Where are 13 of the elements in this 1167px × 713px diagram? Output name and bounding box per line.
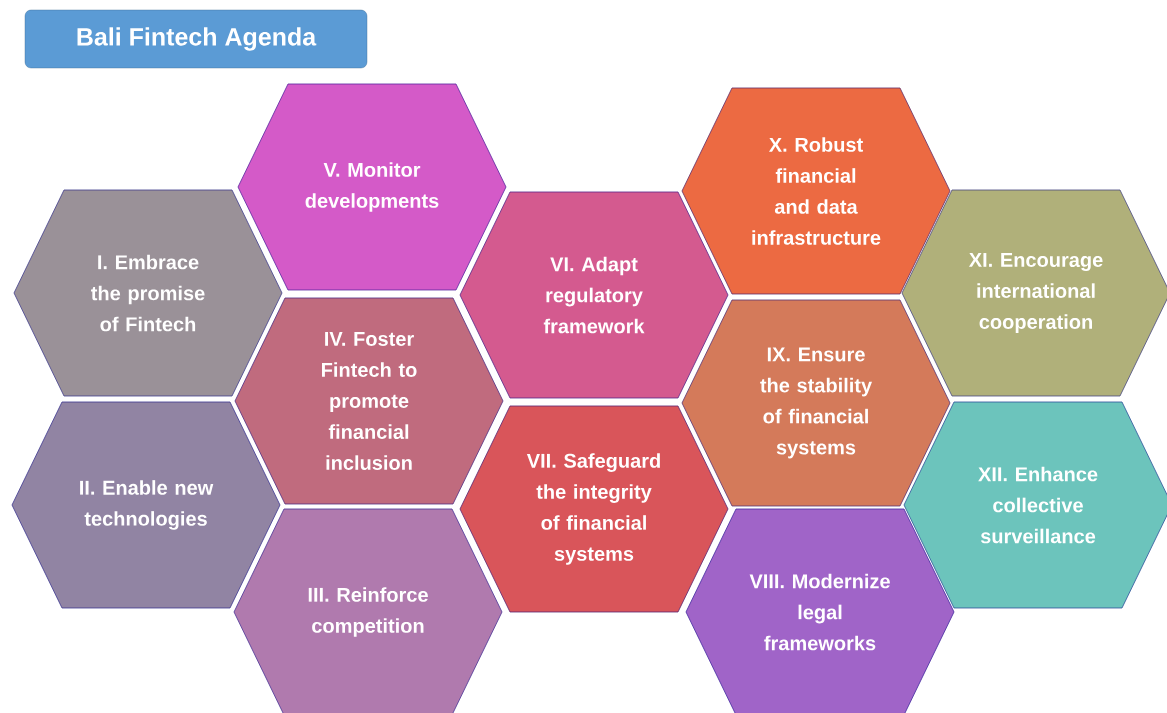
hexagon: IX. Ensure the stability of financial systems: [681, 299, 951, 507]
hexagon: VII. Safeguard the integrity of financial systems: [459, 405, 729, 613]
hexagon: III. Reinforce competition: [233, 508, 503, 713]
hexagon: IV. Foster Fintech to promote financial inclusion: [234, 297, 504, 505]
hexagon: VI. Adapt regulatory framework: [459, 191, 729, 399]
hexagon: X. Robust financial and data infrastructure: [681, 87, 951, 295]
hexagon: I. Embrace the promise of Fintech: [13, 189, 283, 397]
hexagon: V. Monitor developments: [237, 83, 507, 291]
hexagon: XII. Enhance collective surveillance: [903, 401, 1167, 609]
hexagon: XI. Encourage international cooperation: [901, 189, 1167, 397]
hexagon: II. Enable new technologies: [11, 401, 281, 609]
title-banner: Bali Fintech Agenda: [24, 9, 368, 69]
hexagon: VIII. Modernize legal frameworks: [685, 508, 955, 713]
